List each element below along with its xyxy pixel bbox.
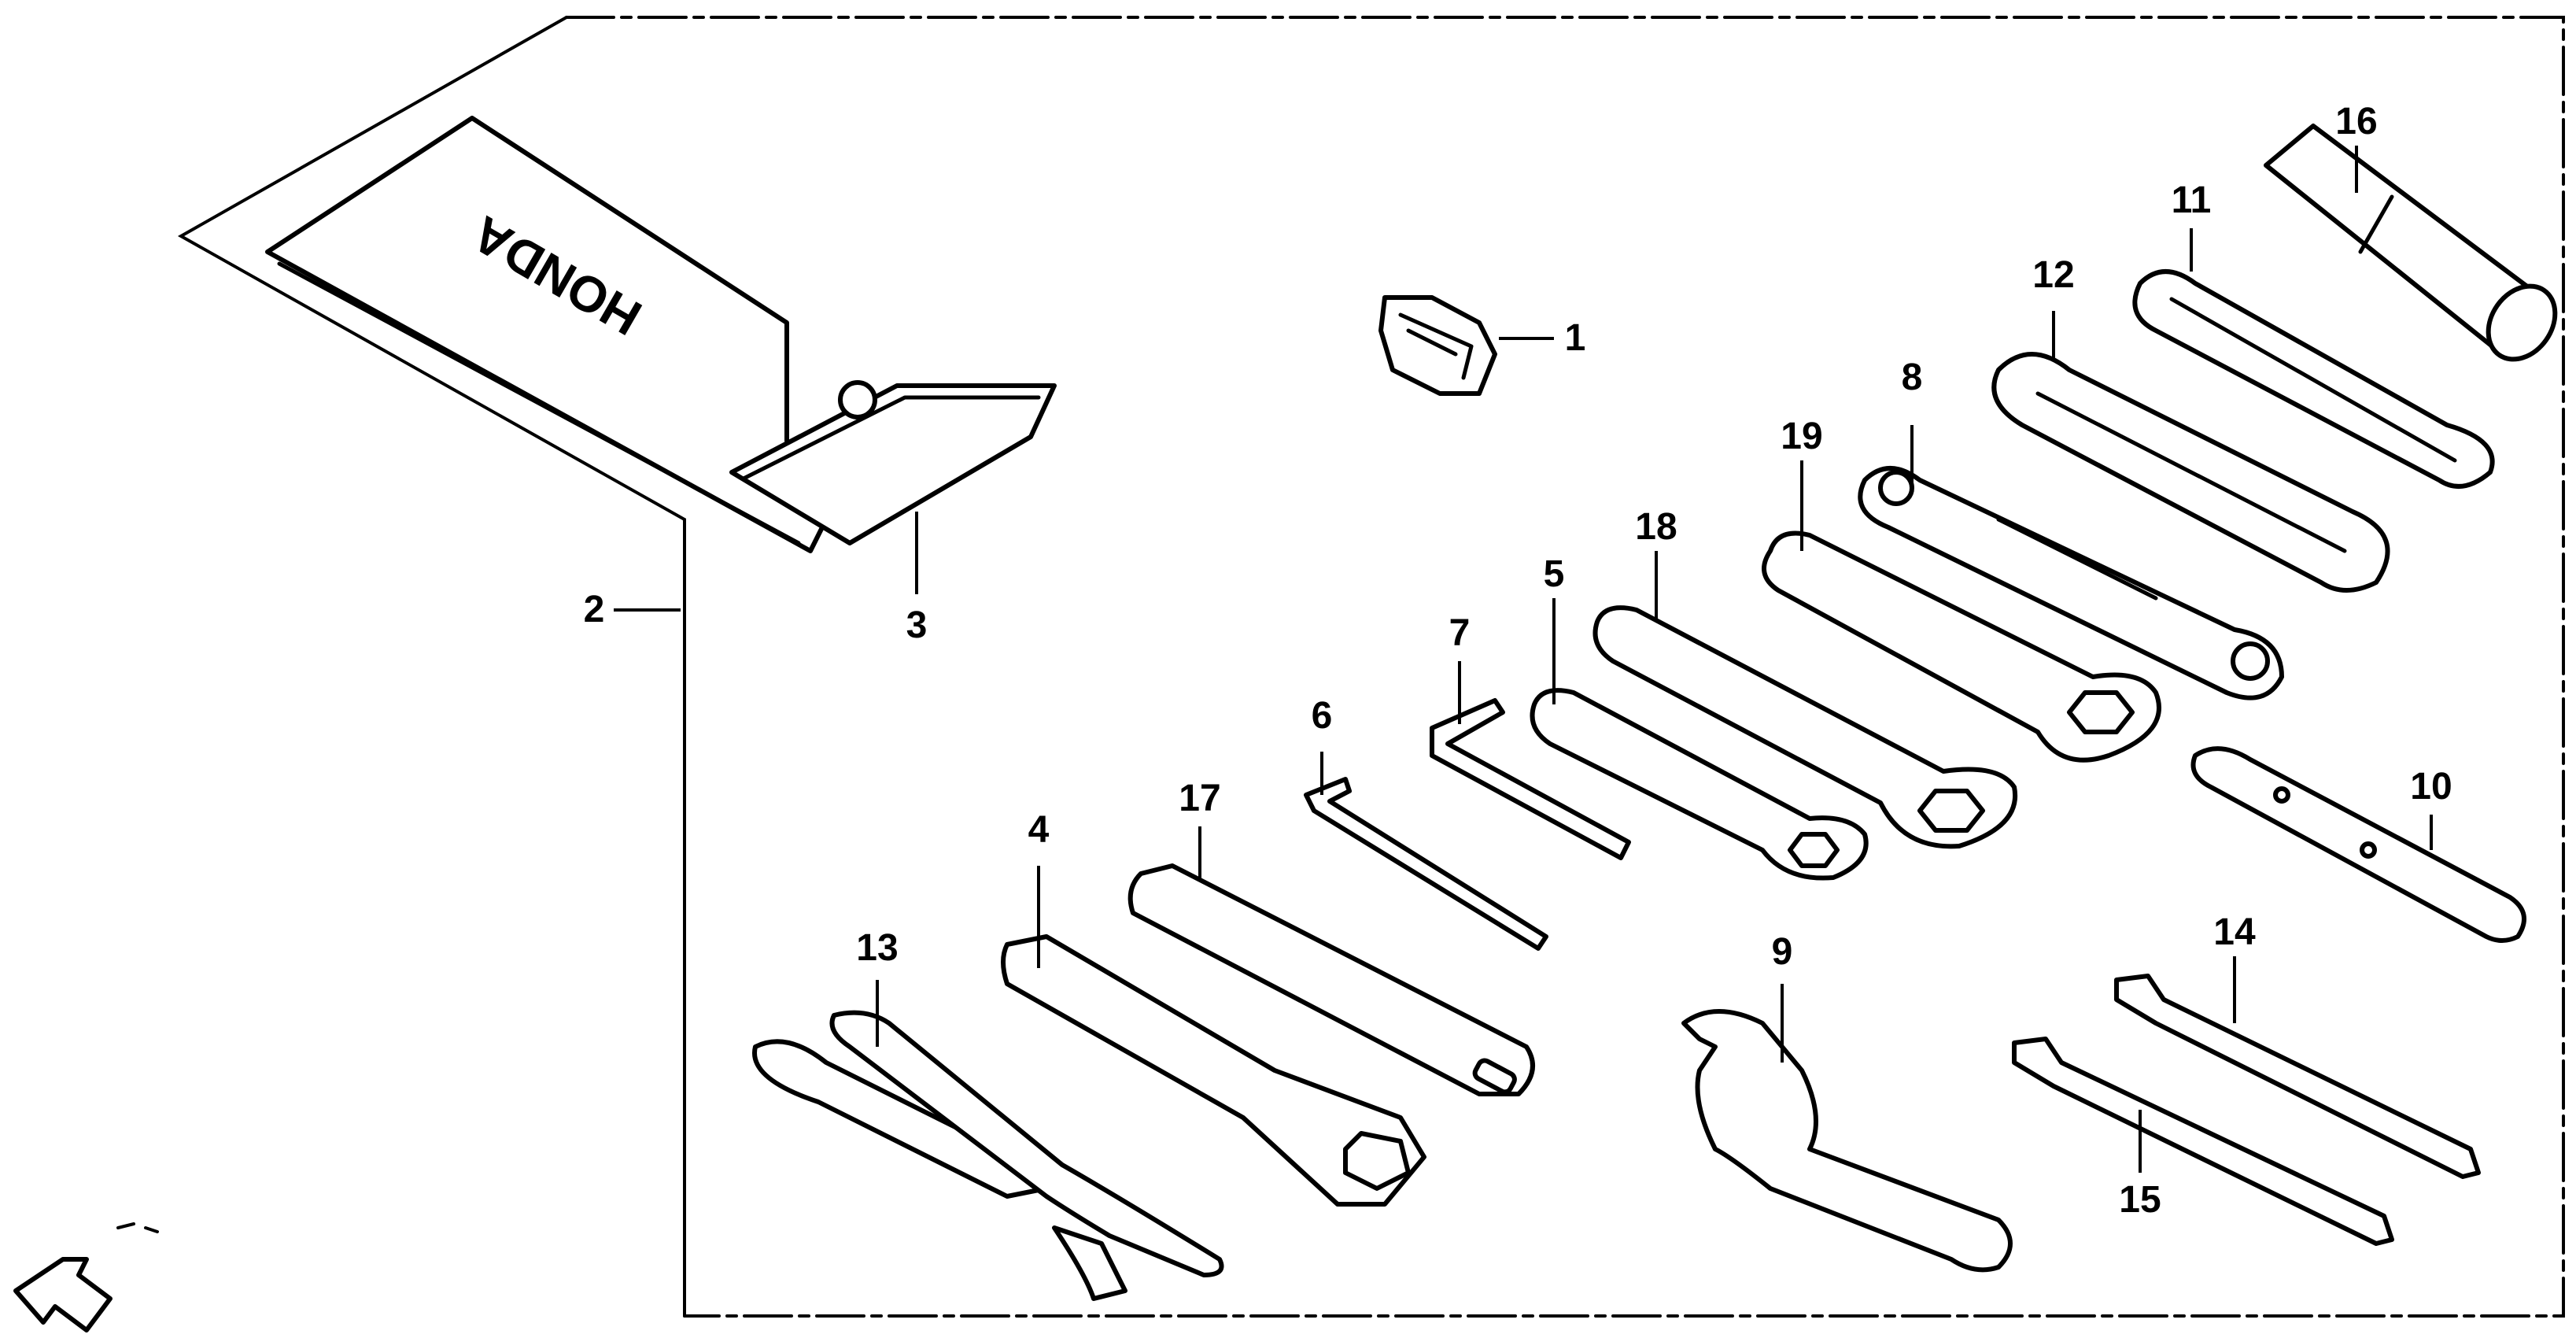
hex-key-7 (1430, 698, 1631, 860)
tool-pouch: HONDA (265, 116, 1057, 553)
wrench-10 (2190, 746, 2526, 943)
callout-6: 6 (1312, 695, 1333, 737)
fuse-clip (1378, 295, 1497, 396)
pouch-snap-button-icon (838, 380, 877, 420)
box-wrench-19 (1762, 530, 2161, 763)
callout-9: 9 (1772, 931, 1793, 973)
callout-2: 2 (584, 589, 605, 630)
socket-tube (2264, 124, 2558, 362)
pliers-13 (752, 1010, 1224, 1301)
callout-1: 1 (1565, 317, 1586, 359)
screwdriver-15 (2012, 1037, 2394, 1246)
callout-8: 8 (1902, 357, 1923, 398)
callout-11: 11 (2172, 179, 2212, 221)
callout-7: 7 (1449, 612, 1471, 654)
spark-plug-wrench-4 (1001, 934, 1426, 1207)
assembly-boundary (177, 16, 2565, 1318)
callout-14: 14 (2213, 911, 2256, 953)
callout-labels: 1 2 3 4 5 6 7 8 9 10 11 12 13 14 15 16 1… (584, 101, 2452, 1221)
orientation-arrow-icon (13, 1222, 159, 1332)
screwdriver-14 (2114, 974, 2481, 1179)
box-wrench-5 (1530, 688, 1869, 881)
wrench-8 (1858, 466, 2284, 700)
hex-key-6 (1304, 777, 1548, 951)
callout-13: 13 (856, 927, 898, 969)
pin-spanner-9 (1681, 1009, 2013, 1273)
wrench-11 (2132, 269, 2495, 489)
box-wrench-18 (1592, 605, 2018, 849)
callout-18: 18 (1635, 506, 1677, 548)
handle-bar-17 (1127, 863, 1535, 1096)
callout-15: 15 (2119, 1179, 2161, 1221)
leader-lines (614, 146, 2433, 1173)
callout-4: 4 (1028, 809, 1050, 851)
callout-3: 3 (906, 604, 928, 646)
callout-16: 16 (2335, 101, 2377, 142)
callout-10: 10 (2410, 766, 2452, 808)
callout-19: 19 (1781, 416, 1822, 457)
wrench-12 (1991, 352, 2390, 593)
callout-5: 5 (1544, 553, 1565, 595)
callout-12: 12 (2032, 254, 2074, 296)
callout-17: 17 (1179, 778, 1220, 819)
pouch-flap (729, 380, 1057, 545)
